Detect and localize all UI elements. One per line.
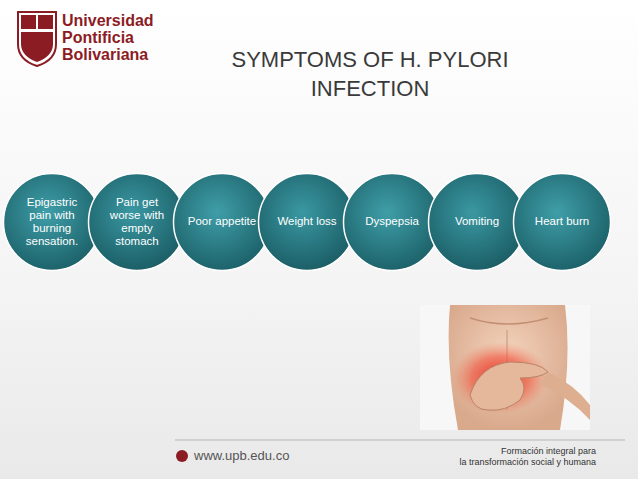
label-text: Pontificia — [62, 29, 134, 47]
symptom-text: Epigastric pain with burning sensation. — [17, 196, 87, 249]
abdomen-photo — [420, 305, 590, 430]
symptom-text: Dyspepsia — [357, 215, 427, 228]
symptom-circle: Epigastric pain with burning sensation. — [2, 172, 102, 272]
university-shield — [18, 12, 56, 66]
circle-text-holder: Weight loss — [272, 215, 342, 228]
symptom-circle: Dyspepsia — [342, 172, 442, 272]
circle-text-holder: Vomiting — [442, 215, 512, 228]
symptom-circle: Weight loss — [257, 172, 357, 272]
footer-rule — [175, 440, 625, 441]
symptom-text: Poor appetite — [187, 215, 257, 228]
symptom-text: Weight loss — [272, 215, 342, 228]
label-text: www.upb.edu.co — [194, 448, 289, 463]
label-text: Universidad — [62, 12, 154, 30]
symptom-circle: Vomiting — [427, 172, 527, 272]
label-text: Bolivariana — [62, 46, 148, 64]
symptom-circle: Poor appetite — [172, 172, 272, 272]
circle-text-holder: Poor appetite — [187, 215, 257, 228]
circle-text-holder: Pain get worse with empty stomach — [102, 196, 172, 249]
symptom-text: Pain get worse with empty stomach — [102, 196, 172, 249]
circle-text-holder: Heart burn — [527, 215, 597, 228]
circle-text-holder: Epigastric pain with burning sensation. — [17, 196, 87, 249]
label-text: Formación integral para — [501, 446, 596, 456]
symptom-text: Vomiting — [442, 215, 512, 228]
slide-title: SYMPTOMS OF H. PYLORI INFECTION — [205, 46, 535, 103]
symptom-circle: Heart burn — [512, 172, 612, 272]
footer-icon — [176, 450, 188, 462]
symptom-text: Heart burn — [527, 215, 597, 228]
circle-text-holder: Dyspepsia — [357, 215, 427, 228]
symptom-circle: Pain get worse with empty stomach — [87, 172, 187, 272]
label-text: la transformación social y humana — [459, 457, 596, 467]
